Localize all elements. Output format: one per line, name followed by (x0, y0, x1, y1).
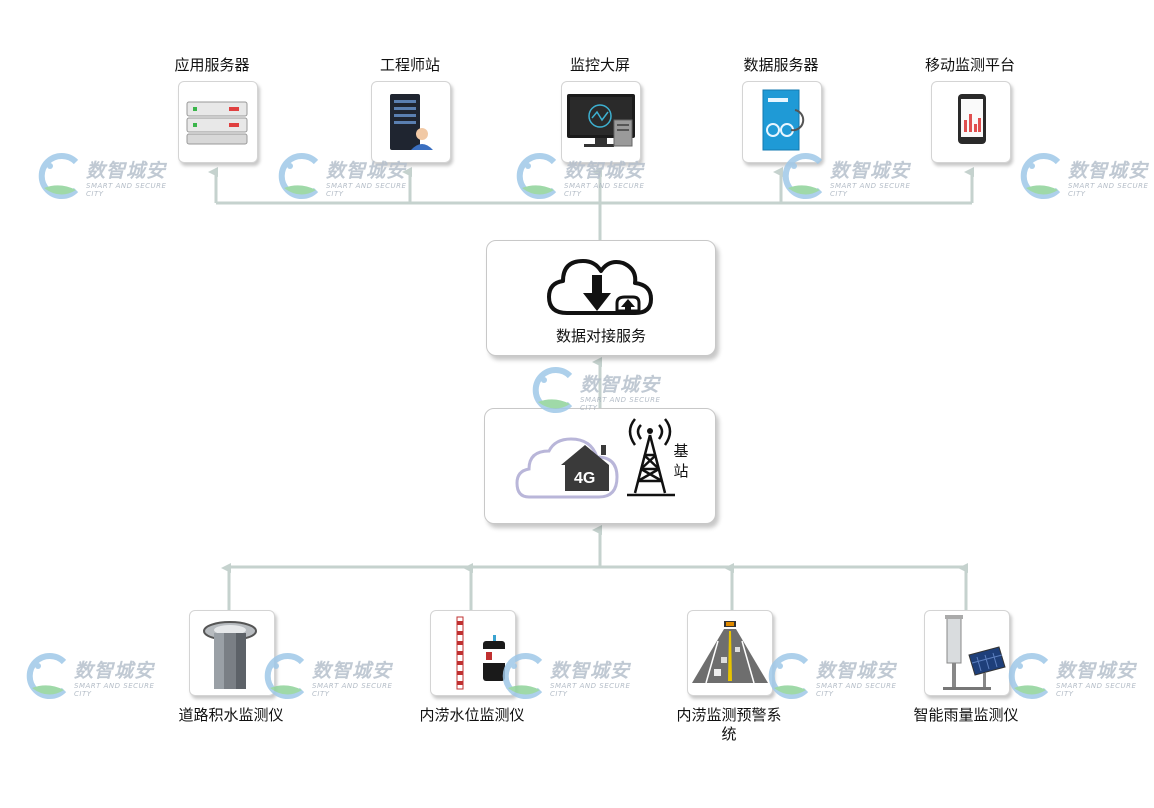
water-sensor-node[interactable] (189, 610, 275, 696)
watermark-en: SMART AND SECURE CITY (564, 182, 645, 198)
monitor-screen-icon (567, 94, 635, 147)
watermark: 数智城安 SMART AND SECURE CITY (514, 152, 654, 200)
watermark-cn: 数智城安 (86, 160, 167, 182)
top-label-mobile-platform: 移动监测平台 (924, 56, 1015, 74)
mobile-phone-icon (958, 94, 986, 144)
watermark-cn: 数智城安 (830, 160, 911, 182)
cell-tower-icon (627, 418, 675, 497)
watermark-cn: 数智城安 (312, 660, 393, 682)
watermark-cn: 数智城安 (326, 160, 407, 182)
engineer-station-node[interactable] (371, 81, 451, 163)
monitor-screen-node[interactable] (561, 81, 641, 163)
data-server-node[interactable] (742, 81, 822, 163)
watermark: 数智城安 SMART AND SECURE CITY (276, 152, 416, 200)
data-server-icon (762, 89, 805, 151)
bottom-label-rain-gauge: 智能雨量监测仪 (913, 706, 1019, 724)
rain-gauge-icon (943, 615, 1006, 690)
watermark-logo-icon (1020, 153, 1061, 199)
rack-server-icon (186, 101, 248, 145)
watermark: 数智城安 SMART AND SECURE CITY (530, 366, 670, 414)
watermark: 数智城安 SMART AND SECURE CITY (1018, 152, 1154, 200)
top-label-data-server: 数据服务器 (743, 56, 819, 74)
watermark: 数智城安 SMART AND SECURE CITY (262, 652, 402, 700)
watermark-cn: 数智城安 (550, 660, 631, 682)
watermark: 数智城安 SMART AND SECURE CITY (766, 652, 906, 700)
watermark-cn: 数智城安 (564, 160, 645, 182)
road-warning-node[interactable] (687, 610, 773, 696)
watermark-logo-icon (768, 653, 809, 699)
top-label-engineer-station: 工程师站 (379, 56, 440, 74)
watermark-en: SMART AND SECURE CITY (312, 682, 393, 698)
watermark: 数智城安 SMART AND SECURE CITY (500, 652, 640, 700)
watermark-cn: 数智城安 (74, 660, 155, 682)
cloud-transfer-icon (547, 259, 653, 315)
watermark-logo-icon (278, 153, 319, 199)
watermark-en: SMART AND SECURE CITY (326, 182, 407, 198)
watermark-en: SMART AND SECURE CITY (580, 396, 661, 412)
watermark: 数智城安 SMART AND SECURE CITY (24, 652, 164, 700)
data-service-box[interactable]: 数据对接服务 (486, 240, 716, 356)
watermark-logo-icon (1008, 653, 1049, 699)
watermark-logo-icon (264, 653, 305, 699)
watermark-en: SMART AND SECURE CITY (1068, 182, 1149, 198)
data-service-label: 数据对接服务 (555, 327, 646, 345)
watermark: 数智城安 SMART AND SECURE CITY (780, 152, 920, 200)
watermark-logo-icon (782, 153, 823, 199)
cloud-4g-icon: 4G (515, 437, 619, 499)
watermark-logo-icon (532, 367, 573, 413)
watermark: 数智城安 SMART AND SECURE CITY (1006, 652, 1146, 700)
tower-label: 基 站 (673, 442, 689, 480)
watermark-en: SMART AND SECURE CITY (550, 682, 631, 698)
watermark-en: SMART AND SECURE CITY (816, 682, 897, 698)
bottom-label-water-sensor: 道路积水监测仪 (178, 706, 284, 724)
watermark-logo-icon (516, 153, 557, 199)
water-level-node[interactable] (430, 610, 516, 696)
watermark-en: SMART AND SECURE CITY (74, 682, 155, 698)
app-server-node[interactable] (178, 81, 258, 163)
engineer-station-icon (390, 94, 433, 150)
watermark-cn: 数智城安 (816, 660, 897, 682)
watermark: 数智城安 SMART AND SECURE CITY (36, 152, 176, 200)
watermark-logo-icon (502, 653, 543, 699)
watermark-en: SMART AND SECURE CITY (1056, 682, 1137, 698)
bottom-label-road-warning: 内涝监测预警系 统 (676, 706, 782, 743)
mobile-platform-node[interactable] (931, 81, 1011, 163)
rain-gauge-node[interactable] (924, 610, 1010, 696)
water-sensor-icon (203, 621, 257, 689)
road-warning-icon (692, 621, 768, 684)
watermark-cn: 数智城安 (580, 374, 661, 396)
water-level-gauge-icon (456, 616, 505, 690)
watermark-cn: 数智城安 (1068, 160, 1149, 182)
watermark-en: SMART AND SECURE CITY (830, 182, 911, 198)
watermark-cn: 数智城安 (1056, 660, 1137, 682)
top-label-app-server: 应用服务器 (174, 56, 250, 74)
cloud-4g-text: 4G (574, 470, 595, 487)
network-box[interactable]: 4G 基 站 (484, 408, 716, 524)
watermark-en: SMART AND SECURE CITY (86, 182, 167, 198)
watermark-logo-icon (26, 653, 67, 699)
top-label-monitor-screen: 监控大屏 (569, 56, 630, 74)
watermark-logo-icon (38, 153, 79, 199)
bottom-label-water-level: 内涝水位监测仪 (419, 706, 525, 724)
